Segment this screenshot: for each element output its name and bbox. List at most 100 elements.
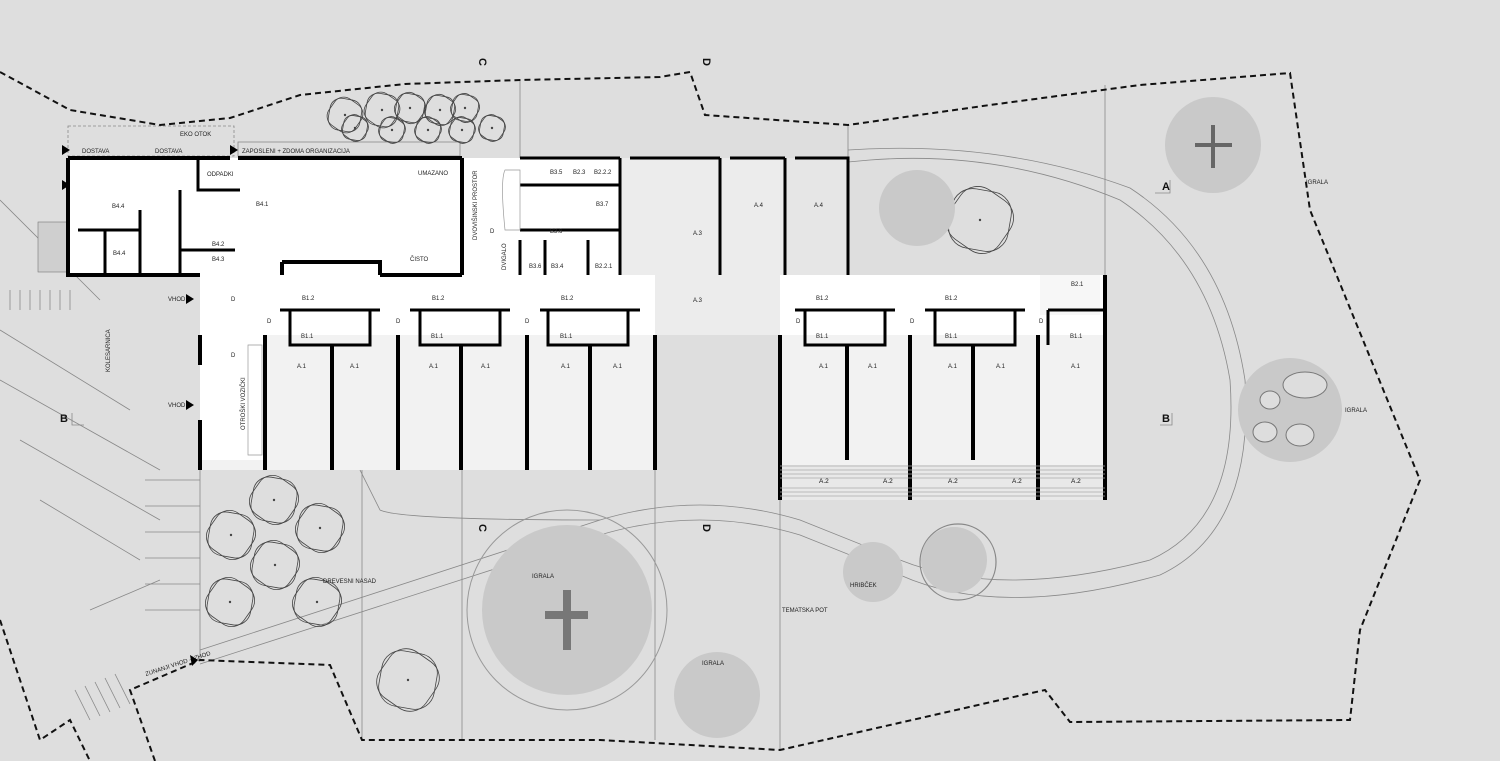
- tree-canopy: [364, 92, 400, 128]
- tree-canopy: [378, 116, 406, 144]
- tree-canopy: [448, 116, 476, 144]
- room-label: D: [396, 319, 401, 325]
- room-label: DVOVIŠINSKI PROSTOR: [472, 170, 479, 240]
- tree-canopy: [423, 93, 457, 127]
- room-label: A.1: [481, 364, 491, 370]
- room-label: B1.1: [301, 334, 314, 340]
- tree-trunk: [272, 498, 276, 502]
- tree-canopy: [450, 93, 480, 123]
- room-label: B1.2: [432, 296, 445, 302]
- room-label: D: [231, 297, 236, 303]
- tree-canopy: [450, 93, 480, 123]
- hill-circle: [843, 542, 903, 602]
- site-label: EKO OTOK: [180, 132, 211, 138]
- room-label: OTROŠKI VOZIČKI: [240, 377, 247, 430]
- room-label: B3.4: [551, 264, 564, 270]
- site-boundary: [0, 70, 1422, 761]
- tree-canopy: [295, 503, 345, 553]
- tree-canopy: [205, 577, 255, 627]
- tree-canopy: [479, 115, 505, 141]
- tree-trunk: [408, 106, 412, 110]
- tree-trunk: [380, 108, 384, 112]
- tree-canopy: [293, 578, 341, 626]
- room-label: D: [1039, 319, 1044, 325]
- tree-canopy: [946, 186, 1014, 254]
- room-label: D: [231, 353, 236, 359]
- room-label: A.1: [996, 364, 1006, 370]
- room-label: A.3: [693, 231, 703, 237]
- tree-canopy: [206, 578, 254, 626]
- tree-canopy: [393, 91, 427, 125]
- room-label: A.2: [1071, 478, 1081, 485]
- tree-canopy: [376, 648, 440, 712]
- tree-canopy: [449, 117, 475, 143]
- room-label: B1.1: [1070, 334, 1083, 340]
- playground-circle: [1238, 358, 1342, 462]
- room-label: A.2: [819, 478, 829, 485]
- section-marker: B: [60, 413, 68, 425]
- site-label: IGRALA: [1345, 408, 1367, 414]
- tree-trunk: [273, 563, 277, 567]
- room-label: ČISTO: [410, 256, 429, 263]
- tree-canopy: [478, 114, 506, 142]
- section-marker: A: [1162, 181, 1170, 193]
- toilet-blocks: [280, 308, 1105, 347]
- room-label: B1.2: [302, 296, 315, 302]
- tree-canopy: [250, 540, 300, 590]
- tree-trunk: [390, 128, 394, 132]
- tree-trunk: [229, 533, 233, 537]
- room-label: A.1: [561, 364, 571, 370]
- site-label: ZAPOSLENI + ZDOMA ORGANIZACIJA: [242, 149, 350, 155]
- room-label: B4.1: [256, 202, 269, 208]
- tree-canopy: [424, 94, 456, 126]
- room-label: B1.1: [560, 334, 573, 340]
- tree-trunk: [343, 113, 347, 117]
- tree-trunk: [406, 678, 410, 682]
- site-label: DOSTAVA: [82, 149, 109, 155]
- room-label: B3.6: [529, 264, 542, 270]
- tree-trunk: [978, 218, 982, 222]
- room-label: A.2: [948, 478, 958, 485]
- tree-canopy: [206, 510, 256, 560]
- room-label: B4.4: [113, 251, 126, 257]
- section-marker: C: [476, 524, 488, 532]
- room-label: B1.1: [945, 334, 958, 340]
- room-label: B3.5: [550, 170, 563, 176]
- tree-canopy: [207, 511, 255, 559]
- room-label: B2.1: [1071, 282, 1084, 288]
- tree-canopy: [414, 116, 442, 144]
- room-label: DVIGALO: [502, 243, 508, 270]
- section-marker: D: [700, 524, 712, 532]
- tree-trunk: [490, 126, 494, 130]
- room-label: B4.2: [212, 242, 225, 248]
- room-label: A.1: [819, 364, 829, 370]
- site-label: IGRALA: [532, 574, 554, 580]
- tree-trunk: [353, 126, 357, 130]
- room-label: A.1: [1071, 364, 1081, 370]
- tree-canopy: [341, 114, 369, 142]
- room-label: A.1: [297, 364, 307, 370]
- room-label: UMAZANO: [418, 171, 448, 177]
- room-label: D: [796, 319, 801, 325]
- room-label: D: [910, 319, 915, 325]
- room-label: A.2: [1012, 478, 1022, 485]
- tree-canopy: [326, 96, 364, 134]
- playground-circle: [674, 652, 760, 738]
- tree-canopy: [378, 650, 438, 710]
- entrance-label: VHOD: [168, 403, 186, 409]
- room-label: B2.2.1: [595, 264, 613, 270]
- section-marker: C: [476, 58, 488, 66]
- room-labels: B4.4 B4.4 B4.1 B4.2 B4.3 ODPADKI UMAZANO…: [112, 170, 1084, 485]
- room-label: B3.6: [550, 229, 563, 235]
- site-label: HRIBČEK: [850, 582, 877, 589]
- room-label: A.4: [814, 203, 824, 209]
- room-label: D: [490, 229, 495, 235]
- tree-trunk: [438, 108, 442, 112]
- room-label: A.2: [883, 478, 893, 485]
- room-label: A.3: [693, 298, 703, 304]
- section-marker: B: [1162, 413, 1170, 425]
- room-label: B1.1: [816, 334, 829, 340]
- site-label: KOLESARNICA: [106, 329, 112, 372]
- tree-canopy: [342, 115, 368, 141]
